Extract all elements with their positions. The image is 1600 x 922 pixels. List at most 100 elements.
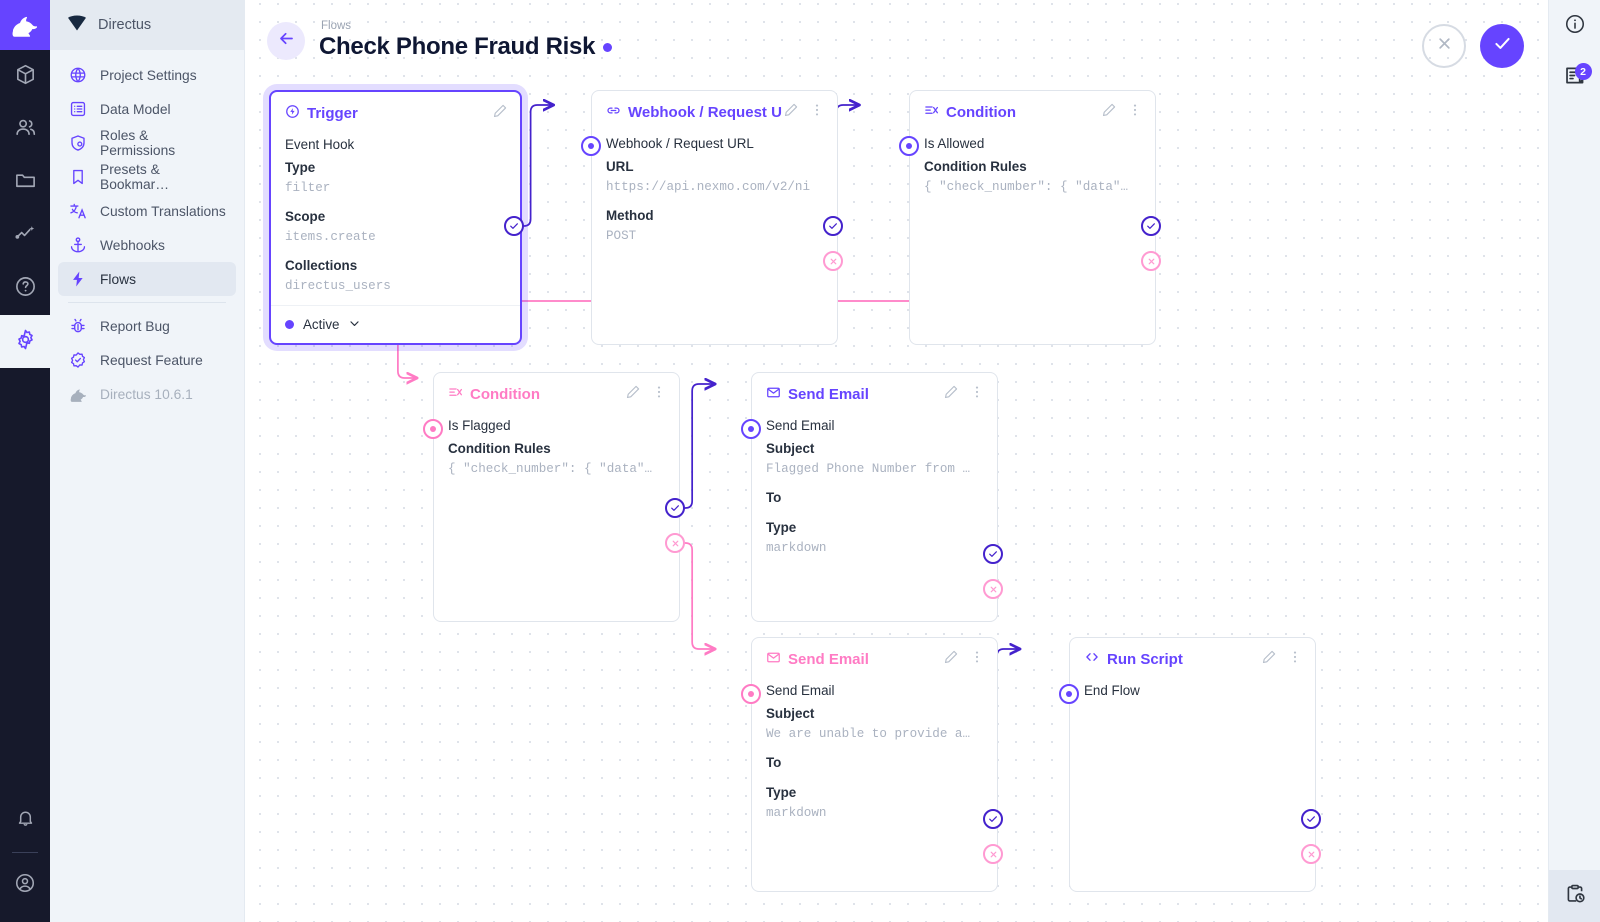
more-options-icon[interactable]: [969, 649, 985, 670]
right-sidebar: 2: [1548, 0, 1600, 922]
activity-panel-button[interactable]: [1548, 870, 1600, 922]
node-label-to: To: [766, 490, 782, 505]
sidebar-divider: [68, 302, 226, 303]
port-input-run-script[interactable]: [1059, 684, 1079, 704]
module-settings[interactable]: [0, 315, 50, 368]
port-input-send-email-unable[interactable]: [741, 684, 761, 704]
rabbit-logo-icon[interactable]: [0, 0, 50, 50]
list-box-icon: [68, 99, 88, 119]
sidebar-item-request-feature[interactable]: Request Feature: [58, 343, 236, 377]
node-label-to: To: [766, 755, 782, 770]
node-status-row[interactable]: Active: [271, 305, 520, 343]
module-insights[interactable]: [0, 209, 50, 262]
port-resolve-send-email-unable[interactable]: [983, 809, 1003, 829]
save-button[interactable]: [1480, 24, 1524, 68]
node-value-type: markdown: [766, 806, 827, 820]
more-options-icon[interactable]: [651, 384, 667, 405]
folder-icon: [14, 169, 37, 197]
port-reject-condition-allowed[interactable]: [1141, 251, 1161, 271]
port-resolve-webhook[interactable]: [823, 216, 843, 236]
flow-node-condition-flagged[interactable]: Condition Is Flagged Condition Rules { "…: [433, 372, 680, 622]
sidebar-item-custom-translations[interactable]: Custom Translations: [58, 194, 236, 228]
port-input-send-email-flagged[interactable]: [741, 419, 761, 439]
port-resolve-run-script[interactable]: [1301, 809, 1321, 829]
edit-pencil-icon[interactable]: [1261, 649, 1277, 670]
node-label-type: Type: [766, 785, 797, 800]
port-resolve-trigger[interactable]: [504, 216, 524, 236]
sidebar-item-label: Custom Translations: [100, 203, 226, 219]
edit-pencil-icon[interactable]: [492, 103, 508, 124]
node-field-end-flow: End Flow: [1084, 683, 1140, 698]
port-resolve-send-email-flagged[interactable]: [983, 544, 1003, 564]
node-label-url: URL: [606, 159, 634, 174]
back-button[interactable]: [267, 21, 305, 60]
flow-node-webhook[interactable]: Webhook / Request U Webhook / Request UR…: [591, 90, 838, 345]
port-reject-condition-flagged[interactable]: [665, 533, 685, 553]
more-options-icon[interactable]: [969, 384, 985, 405]
edit-pencil-icon[interactable]: [943, 384, 959, 405]
sidebar-item-label: Request Feature: [100, 352, 203, 368]
active-dot-icon: [285, 320, 294, 329]
port-reject-run-script[interactable]: [1301, 844, 1321, 864]
sidebar-item-label: Report Bug: [100, 318, 170, 334]
sidebar-item-flows[interactable]: Flows: [58, 262, 236, 296]
more-options-icon[interactable]: [1287, 649, 1303, 670]
node-title-row: Send Email: [766, 650, 869, 669]
sidebar-item-roles-permissions[interactable]: Roles & Permissions: [58, 126, 236, 160]
flow-node-send-email-flagged[interactable]: Send Email Send Email Subject Flagged Ph…: [751, 372, 998, 622]
node-field-send-email: Send Email: [766, 683, 835, 698]
link-icon: [606, 103, 621, 122]
node-value-type: filter: [285, 181, 331, 195]
port-resolve-condition-allowed[interactable]: [1141, 216, 1161, 236]
node-value-method: POST: [606, 229, 637, 243]
port-input-webhook[interactable]: [581, 136, 601, 156]
flow-canvas[interactable]: Flows Check Phone Fraud Risk: [245, 0, 1548, 922]
edit-pencil-icon[interactable]: [625, 384, 641, 405]
module-users[interactable]: [0, 103, 50, 156]
port-input-condition-flagged[interactable]: [423, 419, 443, 439]
edit-pencil-icon[interactable]: [783, 102, 799, 123]
node-label-type: Type: [285, 160, 316, 175]
divider: [12, 852, 38, 853]
chevron-down-icon[interactable]: [348, 317, 361, 333]
flow-node-run-script[interactable]: Run Script End Flow: [1069, 637, 1316, 892]
arrow-left-icon: [277, 29, 296, 53]
sidebar-item-report-bug[interactable]: Report Bug: [58, 309, 236, 343]
sidebar-item-presets-bookmarks[interactable]: Presets & Bookmar…: [58, 160, 236, 194]
flow-node-trigger[interactable]: Trigger Event Hook Type filter Scope ite…: [269, 90, 522, 345]
flow-node-send-email-unable[interactable]: Send Email Send Email Subject We are una…: [751, 637, 998, 892]
cancel-button[interactable]: [1422, 24, 1466, 68]
node-title-row: Condition: [448, 385, 540, 404]
notifications-button[interactable]: [0, 793, 50, 846]
module-docs[interactable]: [0, 262, 50, 315]
sidebar-item-data-model[interactable]: Data Model: [58, 92, 236, 126]
port-resolve-condition-flagged[interactable]: [665, 498, 685, 518]
info-panel-button[interactable]: [1549, 0, 1600, 52]
more-options-icon[interactable]: [1127, 102, 1143, 123]
trigger-bolt-icon: [285, 104, 300, 123]
flow-node-condition-allowed[interactable]: Condition Is Allowed Condition Rules { "…: [909, 90, 1156, 345]
node-value-condition-rules: { "check_number": { "data"…: [924, 180, 1129, 194]
edit-pencil-icon[interactable]: [943, 649, 959, 670]
port-input-condition-allowed[interactable]: [899, 136, 919, 156]
port-reject-send-email-unable[interactable]: [983, 844, 1003, 864]
breadcrumb[interactable]: Flows: [321, 20, 352, 32]
module-content[interactable]: [0, 50, 50, 103]
node-value-subject: Flagged Phone Number from …: [766, 462, 971, 476]
module-files[interactable]: [0, 156, 50, 209]
port-reject-webhook[interactable]: [823, 251, 843, 271]
account-button[interactable]: [0, 859, 50, 912]
logs-badge: 2: [1574, 63, 1592, 80]
sidebar-item-webhooks[interactable]: Webhooks: [58, 228, 236, 262]
logs-panel-button[interactable]: 2: [1549, 52, 1600, 104]
node-title: Run Script: [1107, 650, 1183, 668]
close-icon: [1435, 34, 1454, 58]
nav-list: Project Settings Data Model Roles & Perm…: [50, 50, 244, 411]
project-header[interactable]: Directus: [50, 0, 244, 50]
nav-sidebar: Directus Project Settings Data Model Rol…: [50, 0, 245, 922]
sidebar-item-project-settings[interactable]: Project Settings: [58, 58, 236, 92]
more-options-icon[interactable]: [809, 102, 825, 123]
edit-pencil-icon[interactable]: [1101, 102, 1117, 123]
node-label-collections: Collections: [285, 258, 358, 273]
port-reject-send-email-flagged[interactable]: [983, 579, 1003, 599]
